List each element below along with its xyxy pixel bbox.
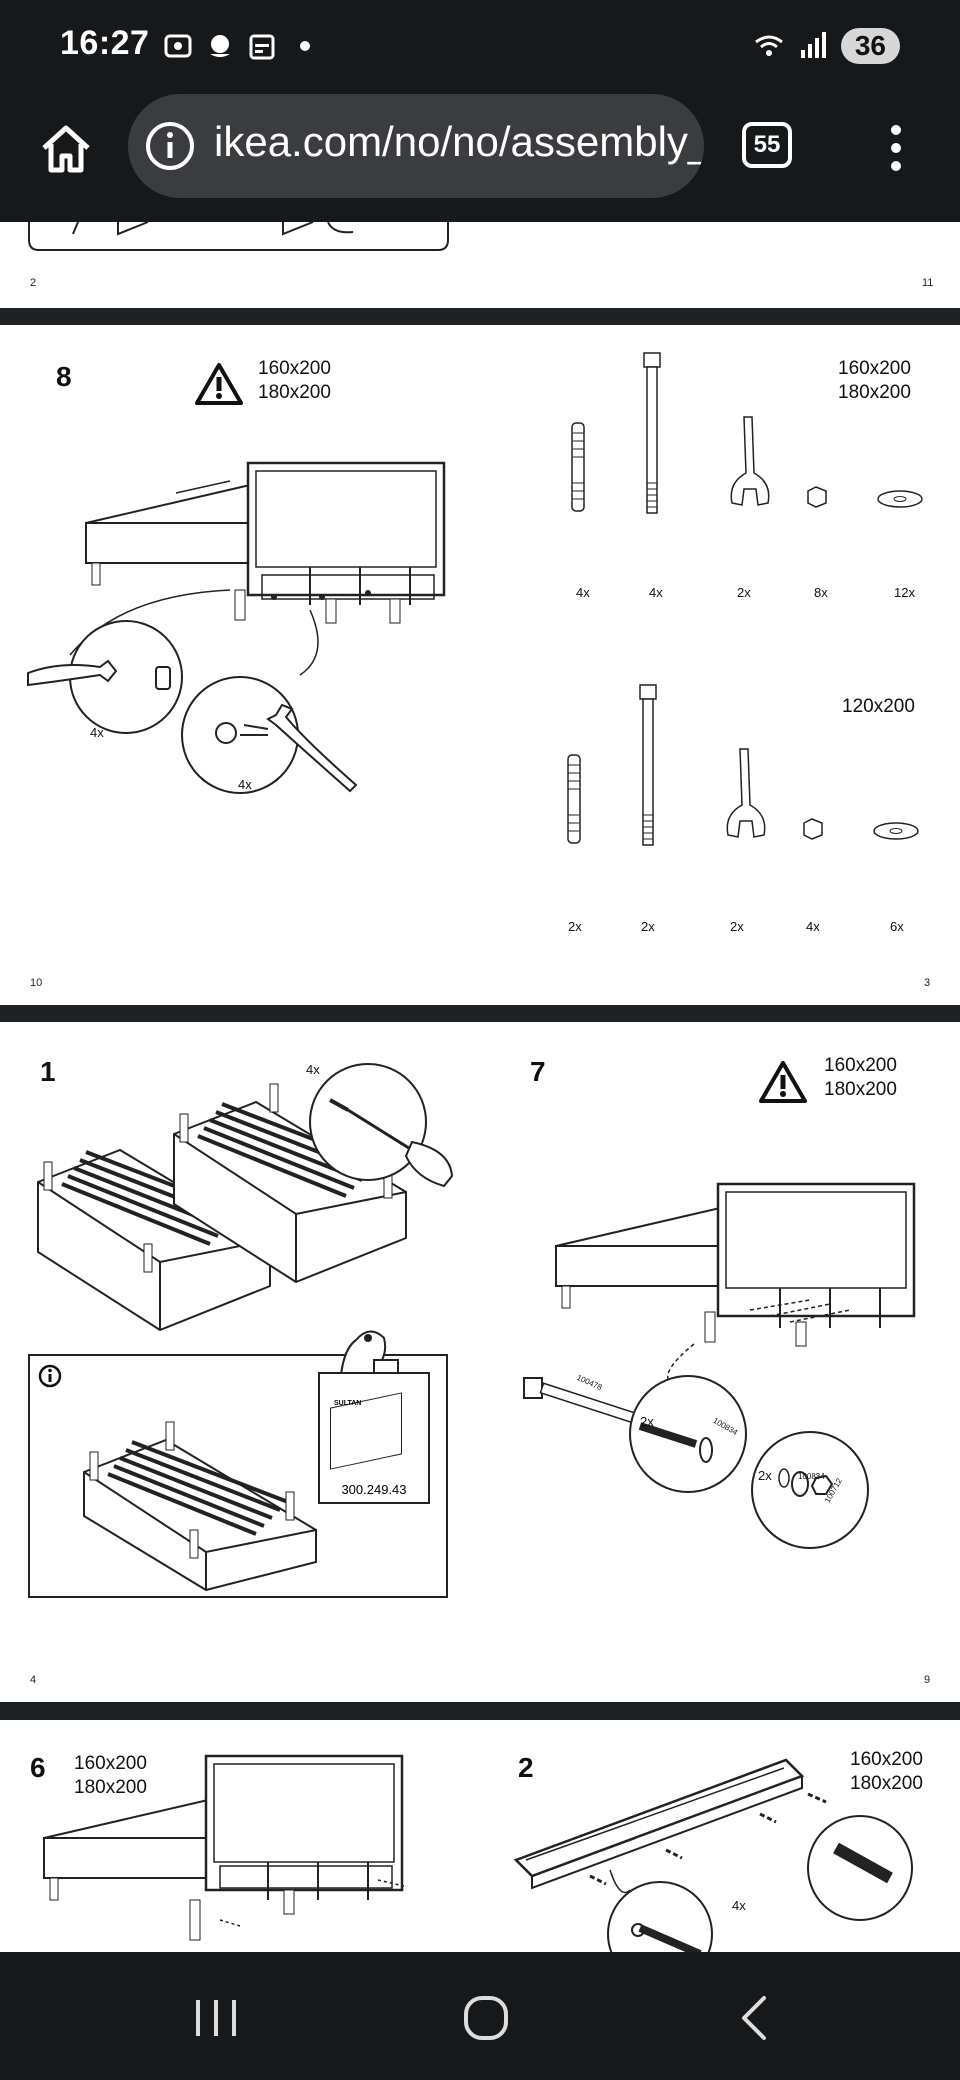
slatted-base-illustration bbox=[37, 1083, 407, 1332]
address-bar[interactable]: ikea.com/no/no/assembly_instructions bbox=[128, 94, 704, 198]
weather-icon bbox=[210, 35, 230, 57]
battery-indicator: 36 bbox=[840, 28, 900, 64]
browser-toolbar: ikea.com/no/no/assembly_instructions 55 bbox=[0, 92, 960, 222]
quantity-label: 2x bbox=[758, 1468, 772, 1483]
screenshot-icon bbox=[164, 34, 192, 58]
page-number: 11 bbox=[922, 277, 934, 289]
step-number: 8 bbox=[56, 361, 72, 392]
page-number: 3 bbox=[924, 977, 931, 989]
quantity-label: 12x bbox=[894, 585, 915, 600]
quantity-label: 4x bbox=[90, 725, 104, 740]
page-number: 10 bbox=[30, 977, 43, 989]
back-icon[interactable] bbox=[726, 1988, 786, 2048]
bed-frame-illustration bbox=[43, 1754, 405, 1941]
warning-icon bbox=[759, 1061, 807, 1103]
manual-code: 300.249.43 bbox=[341, 1482, 407, 1497]
status-bar: 16:27 36 bbox=[0, 0, 960, 92]
page-number: 4 bbox=[30, 1674, 37, 1686]
quantity-label: 2x bbox=[737, 585, 751, 600]
url-text[interactable]: ikea.com/no/no/assembly_instructions bbox=[214, 118, 704, 165]
warning-icon bbox=[195, 363, 243, 405]
home-nav-icon[interactable] bbox=[456, 1988, 516, 2048]
quantity-label: 2x bbox=[641, 919, 655, 934]
quantity-label: 2x bbox=[568, 919, 582, 934]
quantity-label: 6x bbox=[890, 919, 904, 934]
step-number: 6 bbox=[30, 1752, 46, 1783]
signal-icon bbox=[800, 32, 826, 58]
quantity-label: 8x bbox=[814, 585, 828, 600]
step-number: 1 bbox=[40, 1056, 56, 1087]
quantity-label: 4x bbox=[649, 585, 663, 600]
manual-title: SULTAN bbox=[334, 1400, 362, 1407]
quantity-label: 4x bbox=[306, 1062, 320, 1077]
parts-list-illustration bbox=[567, 684, 919, 846]
calendar-icon bbox=[249, 34, 275, 60]
quantity-label: 4x bbox=[806, 919, 820, 934]
single-base-illustration bbox=[83, 1421, 317, 1592]
info-icon[interactable] bbox=[144, 120, 196, 172]
wifi-icon bbox=[754, 35, 783, 56]
page-number: 9 bbox=[924, 1674, 931, 1686]
illustration-fragment bbox=[28, 222, 449, 251]
quantity-label: 4x bbox=[238, 777, 252, 792]
info-box: SULTAN 300.249.43 bbox=[28, 1330, 448, 1598]
parts-list-illustration bbox=[571, 352, 923, 514]
quantity-label: 2x bbox=[640, 1414, 654, 1429]
tab-switcher-button[interactable]: 55 bbox=[742, 122, 792, 168]
notification-dot bbox=[300, 41, 310, 51]
page-number: 2 bbox=[30, 277, 37, 289]
manual-card: SULTAN 300.249.43 bbox=[318, 1372, 430, 1504]
headboard-panel-illustration bbox=[513, 1758, 913, 1952]
quantity-label: 2x bbox=[730, 919, 744, 934]
home-icon[interactable] bbox=[36, 118, 96, 178]
step-number: 2 bbox=[518, 1752, 534, 1783]
bed-bolt-illustration bbox=[523, 1182, 916, 1549]
quantity-label: 4x bbox=[732, 1898, 746, 1913]
system-navigation-bar bbox=[0, 1952, 960, 2080]
manual-page: 2 11 bbox=[0, 222, 960, 308]
more-menu-icon[interactable] bbox=[876, 122, 916, 174]
bed-size-label: 120x200 bbox=[842, 696, 915, 717]
quantity-label: 4x bbox=[576, 585, 590, 600]
info-icon bbox=[38, 1364, 62, 1388]
manual-page: 1 4x bbox=[0, 1022, 960, 1702]
bed-frame-illustration bbox=[27, 461, 446, 794]
status-time: 16:27 bbox=[60, 24, 150, 62]
step-number: 7 bbox=[530, 1056, 546, 1087]
part-number-label: 100834 bbox=[798, 1472, 825, 1481]
screwdriver-detail-illustration bbox=[309, 1063, 454, 1188]
recent-apps-icon[interactable] bbox=[186, 1988, 246, 2048]
